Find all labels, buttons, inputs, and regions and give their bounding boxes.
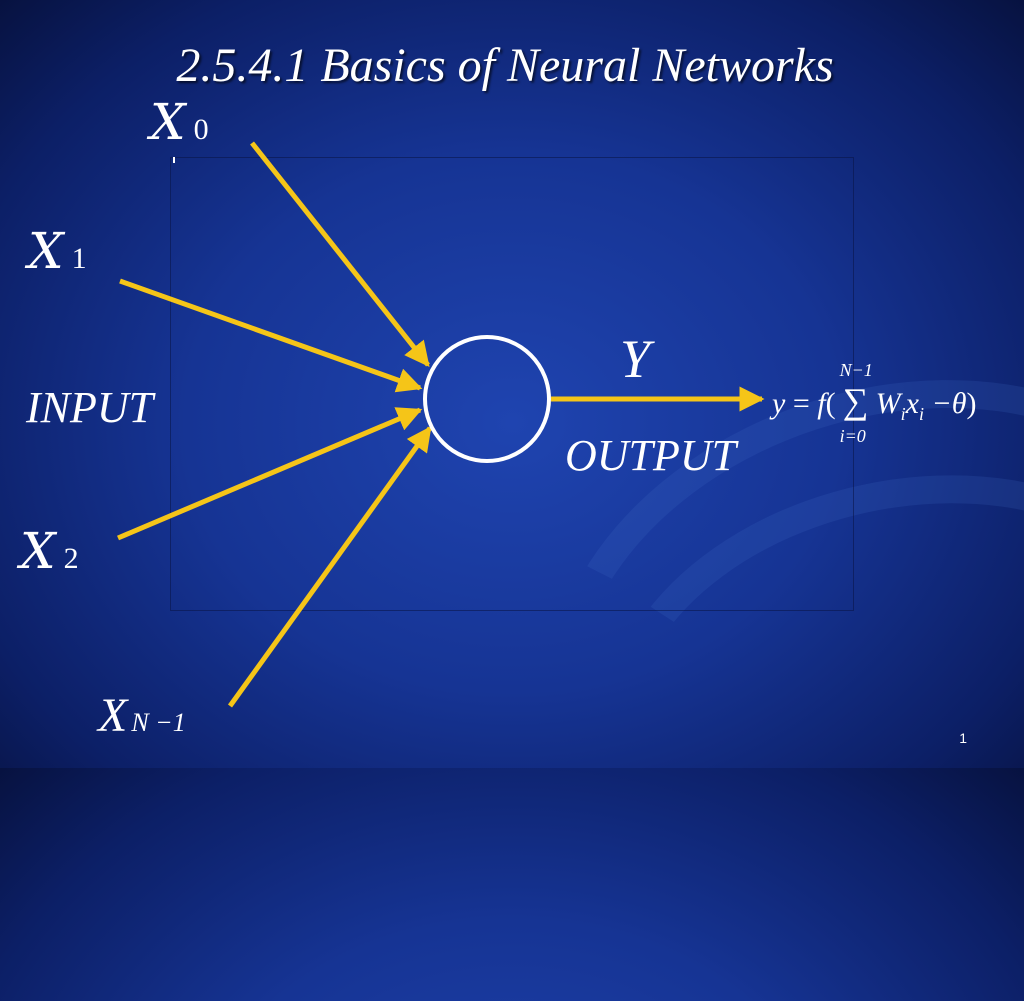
slide-title: 2.5.4.1 Basics of Neural Networks [176,39,834,92]
input-label: INPUT [26,383,154,432]
output-symbol: Y [620,329,651,389]
input-arrow-xn [227,425,433,708]
input-arrow-x2 [117,407,423,541]
neuron-node [423,335,551,463]
diagram-frame [170,157,854,611]
neuron-diagram [117,141,765,708]
output-label: OUTPUT [565,431,737,480]
input-arrow-x1 [119,278,423,393]
page-number: 1 [959,730,967,746]
input-arrow-x0 [250,141,430,367]
